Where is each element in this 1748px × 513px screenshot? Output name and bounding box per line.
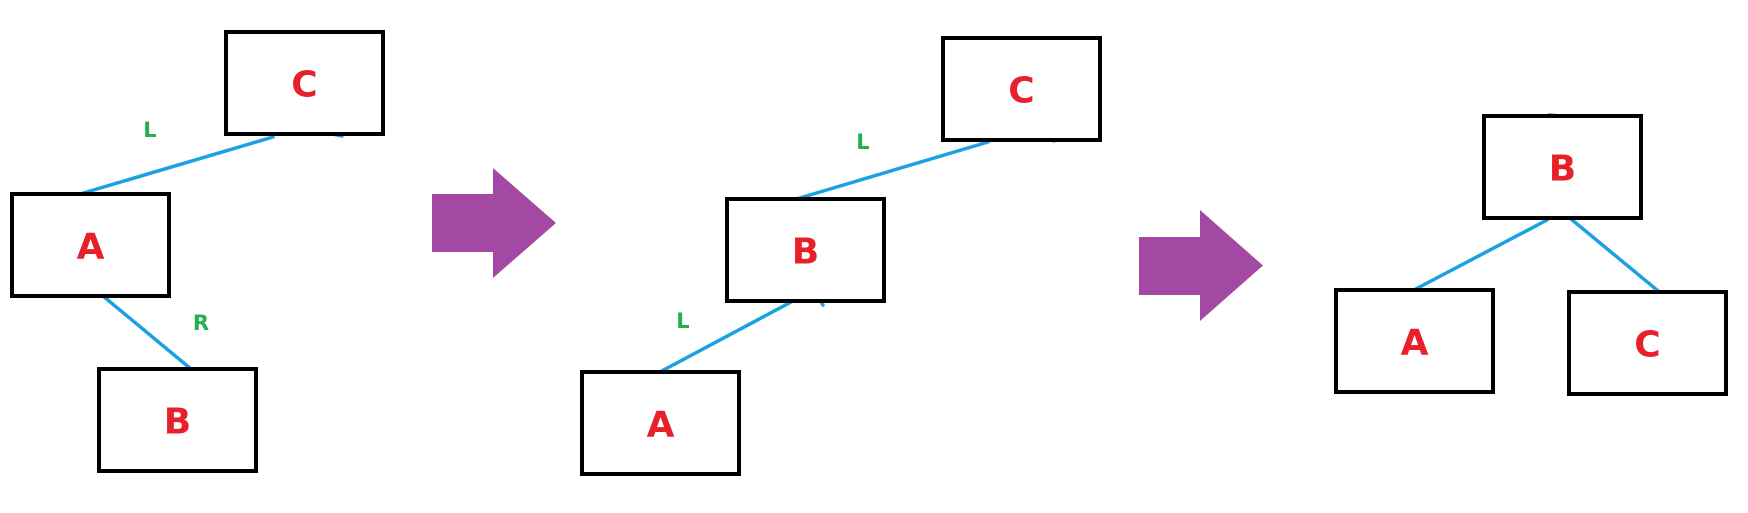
node-c: C — [941, 36, 1102, 142]
node-box — [580, 370, 741, 476]
edge-b-a — [1410, 218, 1549, 293]
right-arrow-icon — [1139, 210, 1263, 321]
node-a: A — [1334, 288, 1495, 394]
edge-label: L — [856, 130, 869, 154]
node-box — [10, 192, 171, 298]
node-label: B — [164, 402, 191, 443]
edge-b-a — [656, 299, 795, 375]
node-box — [941, 36, 1102, 142]
nodes-layer: C A B C B A B A C — [10, 30, 1728, 476]
node-c: C — [224, 30, 385, 136]
node-a: A — [10, 192, 171, 298]
right-arrow-icon — [432, 168, 556, 278]
edge-c-b — [791, 140, 990, 202]
node-label: C — [1008, 71, 1034, 112]
node-label: B — [792, 232, 819, 273]
node-c: C — [1567, 290, 1728, 396]
node-label: C — [1634, 325, 1660, 366]
node-label: A — [77, 227, 105, 268]
node-box — [1482, 114, 1643, 220]
edge-label: L — [143, 118, 156, 142]
edge-a-b — [101, 294, 193, 371]
node-label: B — [1549, 149, 1576, 190]
edge-label: R — [193, 311, 209, 335]
arrows-layer — [432, 168, 1263, 321]
edge-c-a — [78, 135, 275, 196]
node-box — [97, 367, 258, 473]
node-a: A — [580, 370, 741, 476]
edge-label: L — [676, 309, 689, 333]
node-b: B — [1482, 114, 1643, 220]
node-label: A — [647, 405, 675, 446]
node-box — [1567, 290, 1728, 396]
node-box — [725, 197, 886, 303]
node-label: C — [291, 65, 317, 106]
node-label: A — [1401, 323, 1429, 364]
node-box — [1334, 288, 1495, 394]
node-b: B — [725, 197, 886, 303]
edge-b-c — [1569, 217, 1665, 297]
node-box — [224, 30, 385, 136]
node-b: B — [97, 367, 258, 473]
